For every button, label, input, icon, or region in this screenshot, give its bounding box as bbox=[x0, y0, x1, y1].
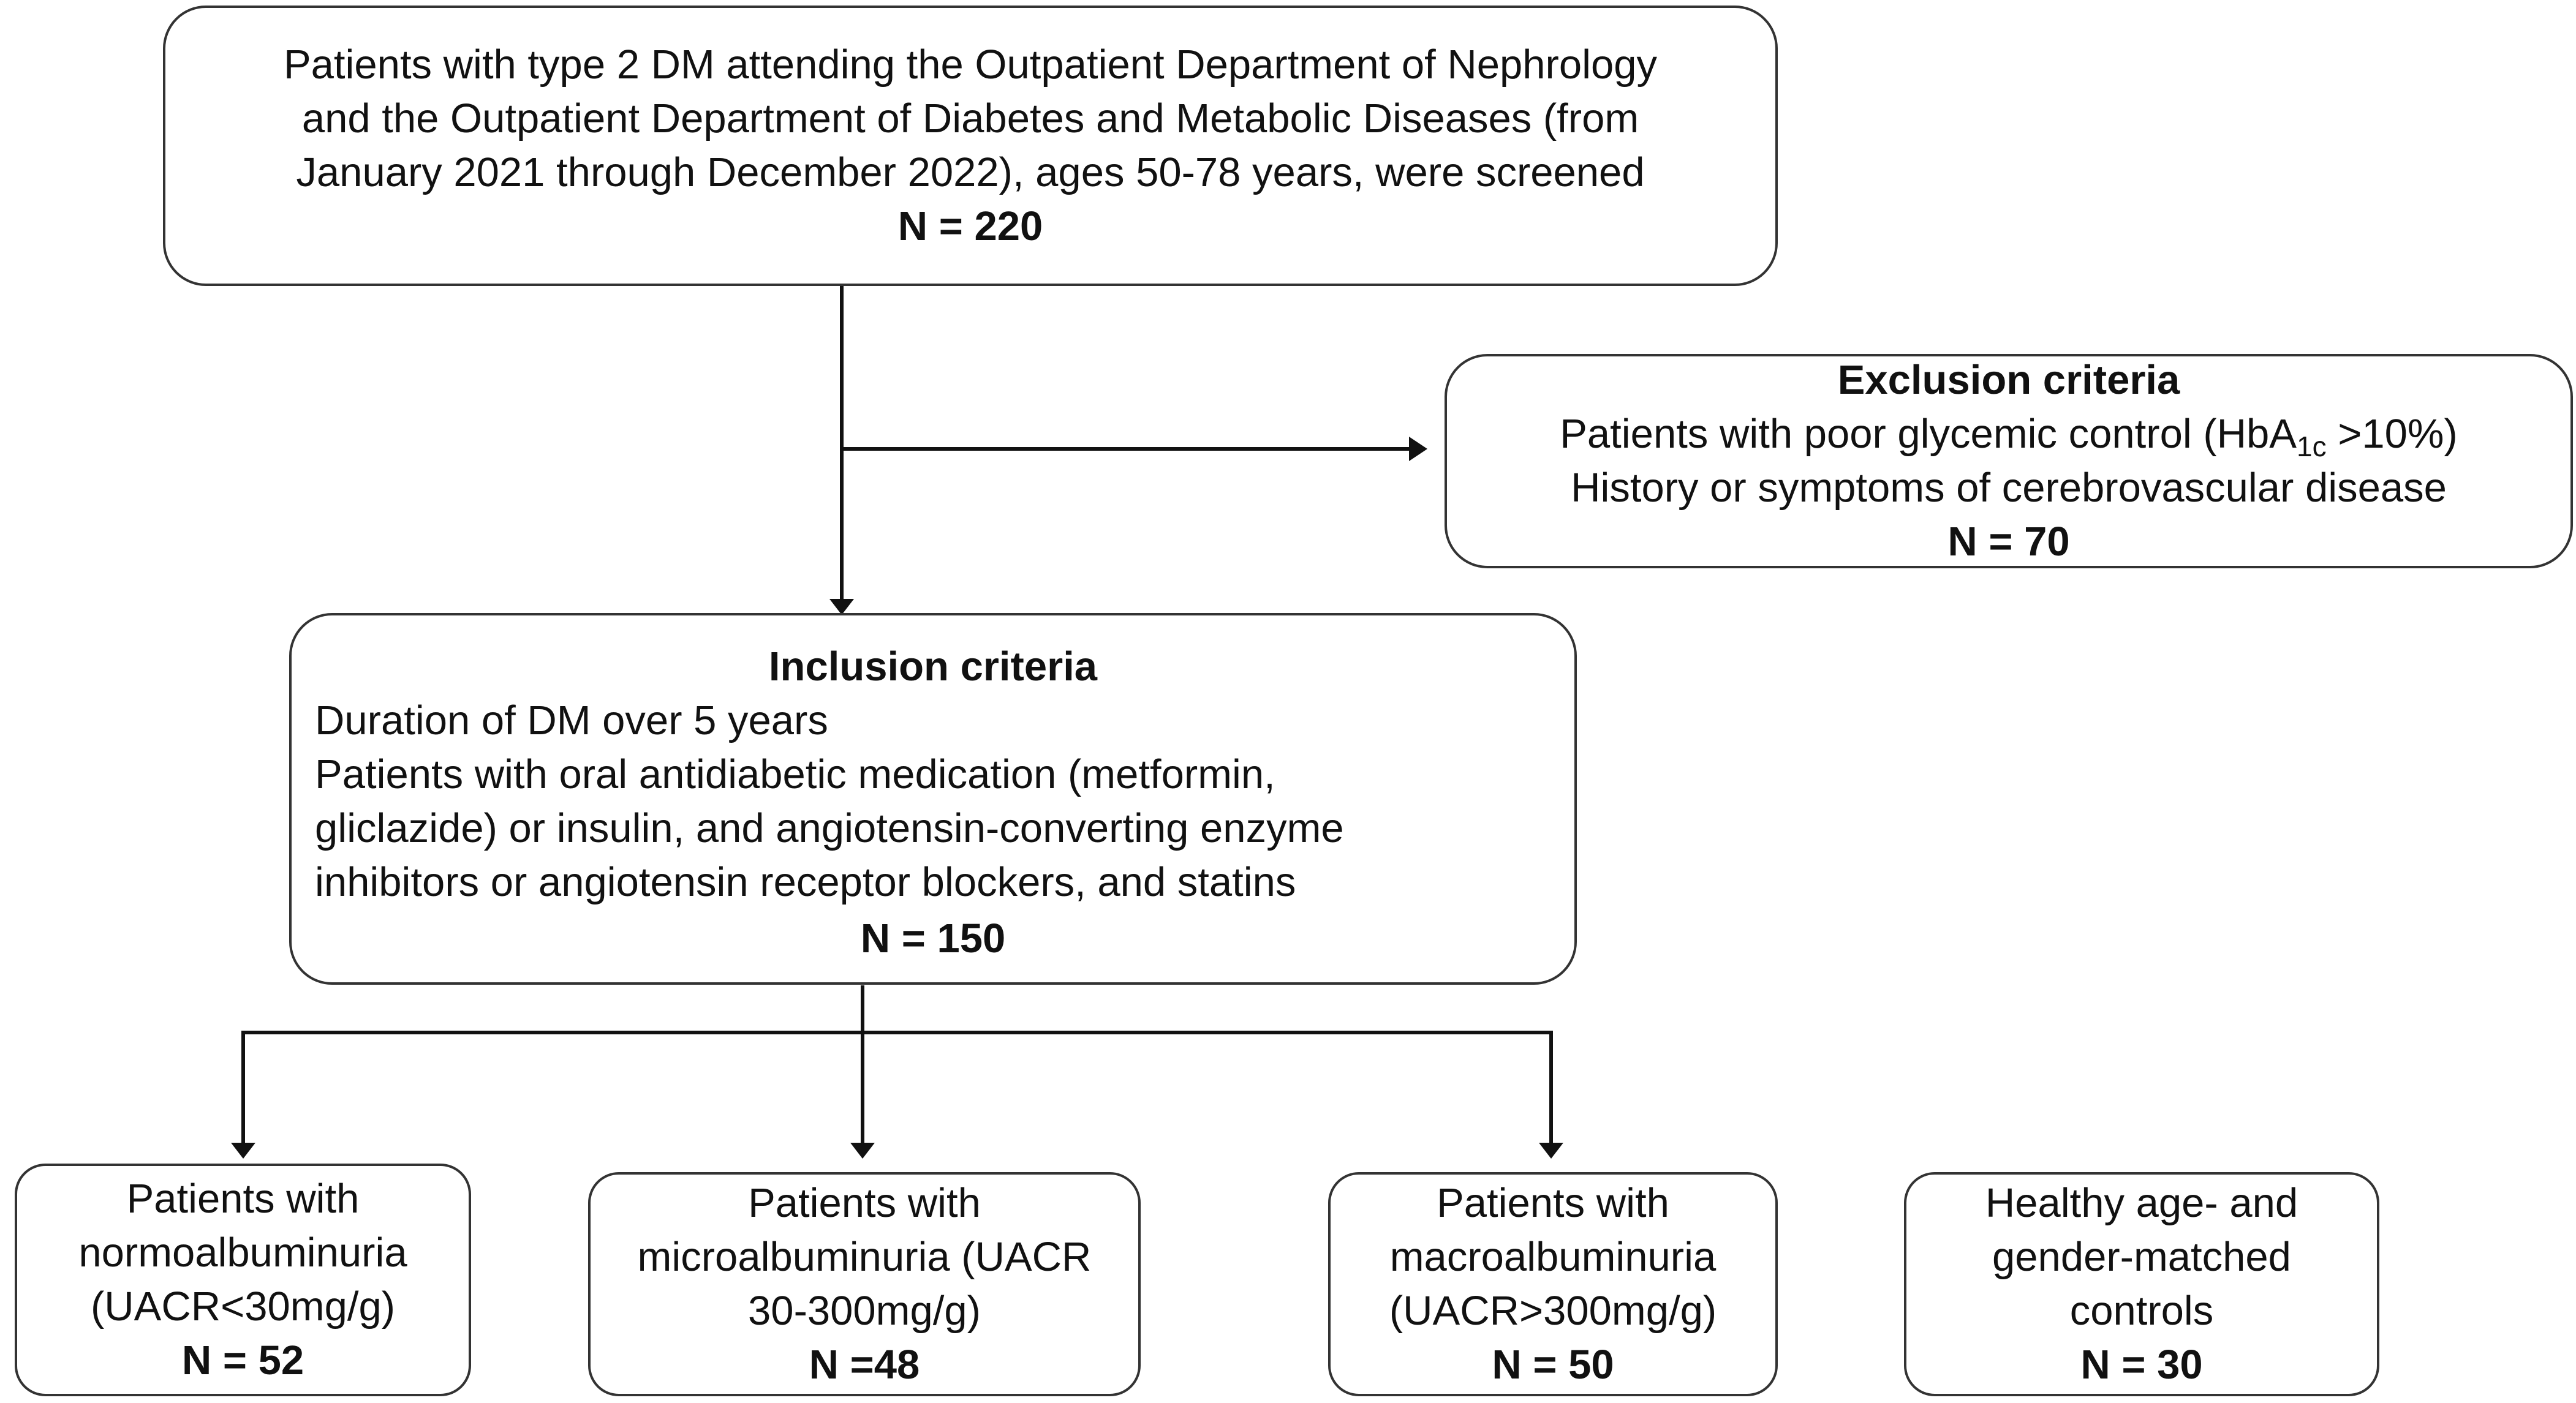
group-2-line-3: 30-300mg/g) bbox=[748, 1288, 981, 1334]
screen-to-inclusion-head bbox=[829, 599, 854, 615]
group-4-line-3: controls bbox=[2069, 1288, 2214, 1334]
inclusion-title: Inclusion criteria bbox=[768, 644, 1098, 690]
screening-line-1: Patients with type 2 DM attending the Ou… bbox=[283, 42, 1658, 88]
group-2-count: N =48 bbox=[809, 1342, 920, 1388]
group-box-normoalbuminuria: Patients with normoalbuminuria (UACR<30m… bbox=[15, 1164, 471, 1396]
group-1-count: N = 52 bbox=[181, 1337, 304, 1383]
group-3-line-1: Patients with bbox=[1437, 1180, 1669, 1226]
exclusion-criterion-1-text: Patients with poor glycemic control (HbA bbox=[1560, 411, 2297, 457]
inclusion-box: Inclusion criteria Duration of DM over 5… bbox=[289, 613, 1577, 985]
screening-count: N = 220 bbox=[897, 203, 1043, 249]
exclusion-box: Exclusion criteria Patients with poor gl… bbox=[1445, 354, 2573, 568]
exclusion-criterion-1: Patients with poor glycemic control (HbA… bbox=[1560, 407, 2458, 461]
inclusion-criterion-2: Patients with oral antidiabetic medicati… bbox=[315, 751, 1275, 797]
arrow-head-group-1 bbox=[231, 1143, 255, 1159]
hba1c-subscript: 1c bbox=[2297, 431, 2327, 462]
group-4-line-2: gender-matched bbox=[1992, 1234, 2291, 1280]
group-3-line-2: macroalbuminuria bbox=[1389, 1234, 1717, 1280]
group-1-line-1: Patients with bbox=[126, 1176, 360, 1222]
exclusion-criterion-2: History or symptoms of cerebrovascular d… bbox=[1571, 465, 2447, 511]
group-3-count: N = 50 bbox=[1492, 1342, 1614, 1388]
group-4-line-1: Healthy age- and bbox=[1985, 1180, 2298, 1226]
group-box-healthy-controls: Healthy age- and gender-matched controls… bbox=[1904, 1172, 2379, 1396]
group-3-line-3: (UACR>300mg/g) bbox=[1389, 1288, 1717, 1334]
arrow-head-group-2 bbox=[850, 1143, 875, 1159]
group-4-count: N = 30 bbox=[2080, 1342, 2203, 1388]
inclusion-criterion-1: Duration of DM over 5 years bbox=[315, 698, 828, 743]
group-box-microalbuminuria: Patients with microalbuminuria (UACR 30-… bbox=[588, 1172, 1141, 1396]
group-1-line-2: normoalbuminuria bbox=[78, 1230, 407, 1276]
group-1-line-3: (UACR<30mg/g) bbox=[90, 1284, 396, 1330]
inclusion-count: N = 150 bbox=[860, 916, 1006, 961]
group-box-macroalbuminuria: Patients with macroalbuminuria (UACR>300… bbox=[1328, 1172, 1778, 1396]
screening-line-2: and the Outpatient Department of Diabete… bbox=[301, 96, 1639, 141]
exclusion-count: N = 70 bbox=[1947, 519, 2070, 565]
to-exclusion-head bbox=[1409, 437, 1427, 461]
inclusion-criterion-3: gliclazide) or insulin, and angiotensin-… bbox=[315, 805, 1344, 851]
arrow-head-group-3 bbox=[1539, 1143, 1563, 1159]
inclusion-criteria-list: Duration of DM over 5 years Patients wit… bbox=[292, 694, 1344, 909]
screening-line-3: January 2021 through December 2022), age… bbox=[296, 149, 1645, 195]
branch-line bbox=[241, 1031, 1553, 1151]
group-2-line-2: microalbuminuria (UACR bbox=[637, 1234, 1092, 1280]
screening-box: Patients with type 2 DM attending the Ou… bbox=[163, 6, 1778, 286]
group-2-line-1: Patients with bbox=[748, 1180, 981, 1226]
inclusion-criterion-4: inhibitors or angiotensin receptor block… bbox=[315, 859, 1296, 905]
exclusion-title: Exclusion criteria bbox=[1837, 357, 2180, 403]
exclusion-criterion-1-threshold: >10%) bbox=[2326, 411, 2458, 457]
